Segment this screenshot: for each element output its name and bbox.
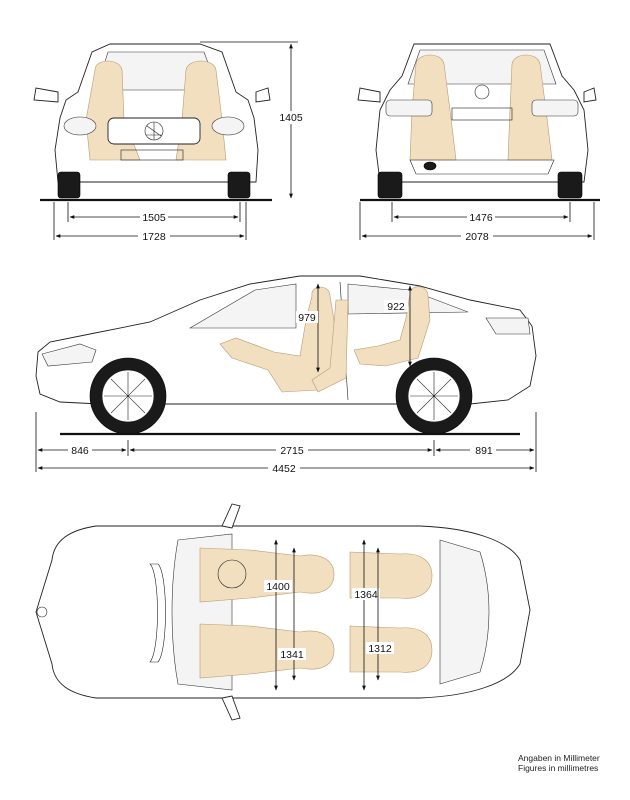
rear-view: 1476 2078 — [357, 43, 600, 243]
side-rear-overhang-label: 891 — [475, 445, 493, 457]
top-driver — [199, 547, 335, 603]
top-front-passenger — [199, 623, 335, 679]
rear-star-emblem — [474, 84, 490, 100]
side-length-label: 4452 — [272, 463, 296, 475]
rear-right-mirror — [583, 87, 597, 103]
rear-right-taillight — [531, 99, 579, 117]
units-note-german: Angaben in Millimeter — [518, 753, 600, 763]
side-windshield — [188, 283, 297, 329]
units-note: Angaben in Millimeter Figures in millime… — [518, 753, 628, 773]
rear-track-label: 1476 — [469, 212, 493, 224]
front-left-tire — [57, 171, 81, 199]
front-track-label: 1505 — [142, 212, 166, 224]
rear-diffuser — [409, 159, 555, 175]
rear-right-tire — [557, 171, 583, 199]
top-star-emblem — [36, 606, 48, 618]
top-front-shoulder-label: 1400 — [266, 581, 290, 593]
top-rear-left-passenger — [349, 551, 433, 599]
rear-left-taillight — [385, 99, 433, 117]
side-front-overhang-label: 846 — [71, 445, 89, 457]
front-view: 1405 1505 1728 — [33, 41, 304, 243]
rear-left-tire — [377, 171, 403, 199]
rear-left-mirror — [357, 87, 381, 103]
front-right-headlight — [211, 116, 245, 136]
front-star-lines — [146, 122, 162, 140]
side-front-spokes — [104, 372, 152, 420]
front-right-tire — [227, 171, 251, 199]
top-hood-vent — [149, 563, 166, 663]
top-steering-wheel — [217, 559, 247, 589]
side-view: 979 922 846 2715 891 4452 — [35, 275, 537, 475]
top-rear-shoulder-label: 1364 — [354, 589, 378, 601]
front-left-headlight — [63, 116, 97, 136]
side-wheelbase-label: 2715 — [280, 445, 304, 457]
front-plate — [120, 149, 184, 161]
units-note-english: Figures in millimetres — [518, 763, 599, 773]
top-rear-elbow-label: 1312 — [368, 643, 392, 655]
side-taillight — [485, 317, 531, 335]
front-height-label: 1405 — [279, 112, 303, 124]
side-rear-spokes — [410, 372, 458, 420]
front-width-label: 1728 — [142, 231, 166, 243]
top-rear-window — [439, 539, 490, 685]
rear-exhaust-left — [423, 161, 437, 171]
side-headlight — [41, 343, 97, 367]
side-front-seat — [311, 299, 349, 393]
top-right-mirror — [221, 695, 241, 721]
rear-width-label: 2078 — [465, 231, 489, 243]
rear-plate — [451, 107, 513, 121]
top-left-mirror — [221, 503, 241, 529]
top-front-elbow-label: 1341 — [280, 649, 304, 661]
top-view: 1400 1364 1341 1312 — [35, 503, 531, 721]
front-right-mirror — [255, 87, 271, 103]
side-rear-headroom-label: 922 — [387, 301, 405, 313]
side-front-headroom-label: 979 — [298, 312, 316, 324]
front-left-mirror — [33, 87, 59, 103]
